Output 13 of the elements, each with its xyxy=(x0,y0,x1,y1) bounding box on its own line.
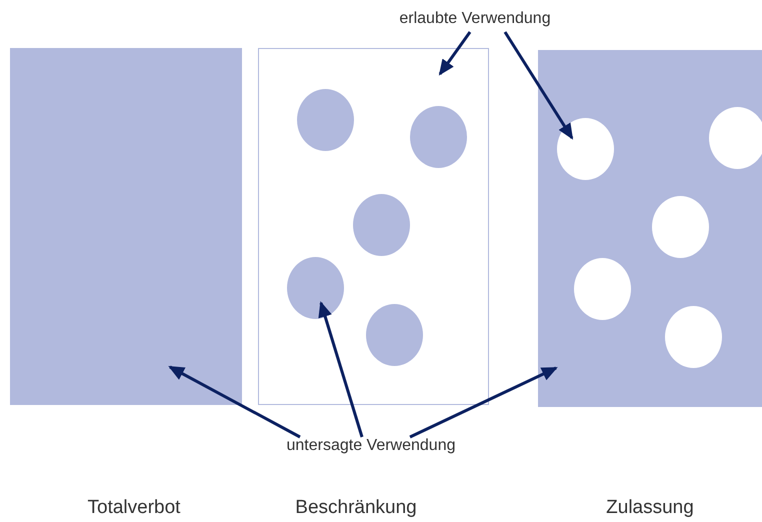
panel-caption: Zulassung xyxy=(605,497,695,519)
callout-text: erlaubte Verwendung xyxy=(380,10,570,32)
arrow xyxy=(318,301,364,438)
arrow xyxy=(409,366,558,438)
usage-panel xyxy=(538,50,762,407)
arrow xyxy=(438,31,472,76)
usage-panel xyxy=(10,48,242,405)
panel-caption: Totalverbot xyxy=(86,497,182,519)
arrow xyxy=(504,31,574,140)
arrow xyxy=(168,366,301,438)
panel-caption: Beschränkung xyxy=(294,497,418,519)
usage-panel xyxy=(258,48,489,405)
callout-text: untersagte Verwendung xyxy=(262,437,480,461)
